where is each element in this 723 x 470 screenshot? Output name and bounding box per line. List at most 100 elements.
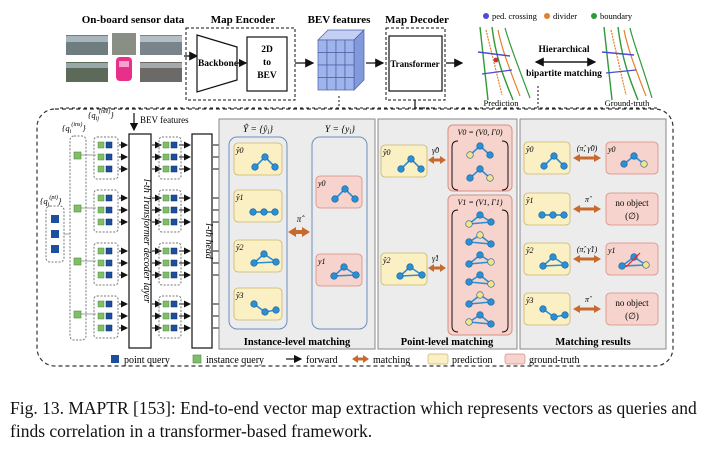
out-point-part — [170, 312, 178, 320]
brace-right — [501, 140, 509, 191]
out-point-part — [170, 218, 178, 226]
graph-node — [465, 318, 473, 326]
out-point-part — [170, 206, 178, 214]
graph-node — [249, 208, 257, 216]
instance-query — [73, 151, 82, 160]
graph-node — [476, 211, 484, 219]
map-encoder-box — [185, 27, 296, 101]
ground-truth-label: y1 — [317, 257, 326, 266]
bev-cell — [344, 39, 355, 53]
no-object-label: no object — [615, 298, 649, 308]
graph-node — [549, 253, 557, 261]
bev-cell — [335, 77, 346, 91]
to-bev-line2: to — [263, 58, 271, 68]
out-instance-part — [162, 259, 170, 267]
boundary-dot — [591, 13, 597, 19]
bev-features-input: BEV features — [140, 115, 189, 125]
graph-edge — [468, 301, 492, 305]
instance-query-swatch — [192, 354, 202, 364]
prediction-box — [233, 189, 283, 223]
result-match-label: π̂ — [585, 195, 592, 204]
hier-point-part — [105, 247, 113, 255]
yhat-set-label: Ŷ = {ŷi} — [243, 123, 273, 136]
to-bev-line1: 2D — [261, 45, 273, 55]
out-instance-part — [162, 271, 170, 279]
brace-left — [451, 140, 459, 191]
prediction-swatch — [427, 353, 449, 365]
graph-node — [466, 174, 474, 182]
graph-node — [630, 152, 638, 160]
out-point-part — [170, 259, 178, 267]
ground-truth-box — [315, 253, 363, 287]
prediction-box — [523, 292, 571, 326]
hier-query-group — [93, 136, 119, 180]
encoder-label: Map Encoder — [211, 14, 276, 26]
hier-instance-part — [97, 300, 105, 308]
brace-left — [451, 209, 459, 333]
out-point-part — [170, 165, 178, 173]
graph-node — [476, 142, 484, 150]
hierarchical-queries — [64, 136, 229, 339]
bev-label: BEV features — [308, 14, 372, 26]
graph-node — [538, 211, 546, 219]
graph-node — [341, 185, 349, 193]
graph-node — [550, 152, 558, 160]
graph-edge — [621, 264, 647, 267]
to-bev-box — [246, 36, 288, 92]
prediction-box — [233, 287, 283, 321]
graph-node — [407, 155, 415, 163]
matching-arrow — [573, 154, 601, 162]
graph-node — [550, 313, 558, 321]
decoder-layer-box — [128, 133, 152, 349]
prediction-label: ŷ3 — [525, 296, 534, 305]
graph-edge — [468, 221, 492, 225]
graph-node — [620, 160, 628, 168]
out-point-part — [170, 247, 178, 255]
detail-frame — [36, 108, 674, 367]
hier-query-group — [93, 189, 119, 233]
matching-arrow — [428, 156, 446, 164]
ground-truth-swatch — [504, 353, 526, 365]
graph-node — [260, 250, 268, 258]
out-query-group — [158, 295, 182, 339]
out-query-group — [158, 136, 182, 180]
matching-arrow — [573, 255, 601, 263]
bev-cell — [317, 39, 328, 53]
graph-node — [418, 271, 426, 279]
graph-node — [618, 262, 626, 270]
bev-cell — [326, 77, 337, 91]
graph-edge — [468, 281, 492, 285]
result-match-label: (π̂, γ̂1) — [577, 245, 598, 254]
hier-point-part — [105, 312, 113, 320]
graph-node — [549, 211, 557, 219]
graph-node — [396, 272, 404, 280]
transformer-box — [388, 35, 443, 92]
matching-arrow — [428, 264, 446, 272]
graph-edge — [468, 321, 492, 325]
out-instance-part — [162, 141, 170, 149]
bottom-legend: point query instance query forward match… — [111, 353, 580, 366]
prediction-label: Prediction — [484, 98, 520, 108]
out-instance-part — [162, 194, 170, 202]
legend-matching: matching — [373, 355, 410, 366]
graph-node — [261, 153, 269, 161]
prediction-label: ŷ1 — [235, 193, 244, 202]
hier-instance-part — [97, 271, 105, 279]
ground-truth-label: y1 — [607, 246, 616, 255]
out-point-part — [170, 271, 178, 279]
to-bev-line3: BEV — [257, 71, 277, 81]
graph-node — [476, 251, 484, 259]
prediction-label: ŷ0 — [525, 145, 534, 154]
graph-edge — [542, 264, 566, 267]
bev-cell — [326, 64, 337, 78]
hier-match-line1: Hierarchical — [538, 45, 589, 55]
divider-dot — [544, 13, 550, 19]
graph-node — [465, 278, 473, 286]
graph-node — [250, 300, 258, 308]
hier-instance-part — [97, 153, 105, 161]
hier-point-part — [105, 300, 113, 308]
graph-node — [487, 240, 495, 248]
sensor-label: On-board sensor data — [82, 14, 185, 26]
matching-arrow — [573, 305, 601, 313]
hier-instance-part — [97, 247, 105, 255]
